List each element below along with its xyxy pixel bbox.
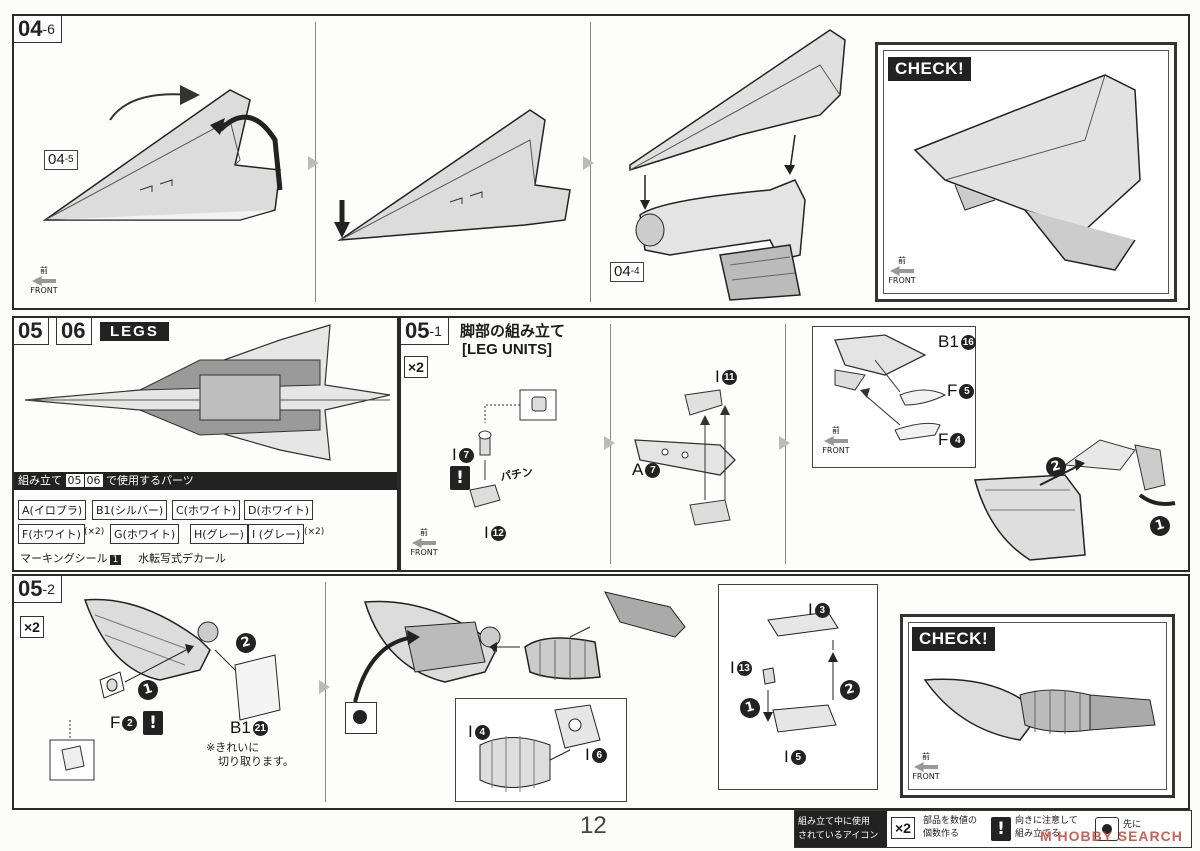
part-F: F(ホワイト) [18, 524, 85, 544]
x2-icon: ×2 [404, 356, 428, 378]
next-step-arrow-icon [583, 156, 594, 170]
callout-04-4: 04-4 [610, 262, 644, 282]
legend-x2-desc: 部品を数値の個数作る [923, 816, 978, 839]
legend-caution-icon: ! [991, 817, 1011, 841]
next-step-arrow-icon [308, 156, 319, 170]
inset-screw-box [345, 702, 377, 734]
part-I: I (グレー) [248, 524, 305, 544]
legs-step-05: 05 [14, 318, 50, 345]
part-D: D(ホワイト) [244, 500, 314, 520]
leg-armor-illustration [974, 439, 1176, 561]
joint-parts-illustration [469, 389, 557, 508]
caution-icon: ! [143, 711, 163, 735]
wing-illustration-1 [42, 85, 283, 221]
front-icon: 前 FRONT [912, 752, 940, 781]
legs-step-06: 06 [56, 318, 93, 345]
next-step-arrow-icon [319, 680, 330, 694]
legend-x2-icon: ×2 [891, 817, 915, 839]
watermark: M HOBBY SEARCH [1040, 828, 1183, 844]
next-step-arrow-icon [779, 436, 790, 450]
armor-parts-illustration [834, 334, 947, 441]
cut-note-line2: 切り取ります。 [218, 755, 294, 768]
part-I-qty: (×2) [304, 527, 325, 537]
next-step-arrow-icon [604, 436, 615, 450]
legend-first-desc: 先に [1123, 820, 1142, 830]
part-H: H(グレー) [190, 524, 248, 544]
check-label: CHECK! [912, 627, 996, 651]
front-icon: 前 FRONT [822, 426, 850, 455]
icon-legend: 組み立て中に使用されているアイコン ×2 部品を数値の個数作る ! 向きに注意し… [794, 810, 1192, 848]
step-05-2-label: 05-2 [14, 576, 62, 603]
part-F-qty: (×2) [84, 527, 105, 537]
leg-thruster-assembly-illustration [353, 591, 686, 703]
leg-assembly-illustration [629, 29, 846, 301]
step-05-1-label: 05-1 [401, 318, 449, 345]
part-A: A(イロプラ) [18, 500, 87, 520]
screw-icon [353, 710, 367, 724]
step-05-1-title-en: [LEG UNITS] [462, 341, 552, 358]
foot-parts-illustration [762, 611, 839, 733]
front-icon: 前 FRONT [410, 528, 438, 557]
aircraft-legs-illustration [24, 324, 391, 461]
legend-first-icon [1095, 817, 1119, 841]
decal-label: 水転写式デカール [138, 552, 226, 565]
legs-title: LEGS [100, 322, 169, 341]
legend-caution-desc: 向きに注意して組み立てる [1015, 816, 1078, 839]
cut-note-line1: ※きれいに [206, 741, 260, 754]
thruster-parts-illustration [479, 704, 601, 792]
front-icon: 前 FRONT [888, 256, 916, 285]
caution-icon: ! [450, 466, 470, 490]
front-arrow-icon [412, 538, 436, 548]
leg-frame-illustration [634, 389, 736, 526]
part-C: C(ホワイト) [172, 500, 241, 520]
check-label: CHECK! [888, 57, 972, 81]
armor-assembly-illustration [49, 598, 281, 781]
check-illustration-top [913, 74, 1141, 271]
front-icon: 前 FRONT [30, 266, 58, 295]
page-number: 12 [580, 812, 607, 839]
part-G: G(ホワイト) [110, 524, 180, 544]
callout-04-5: 04-5 [44, 150, 78, 170]
front-arrow-icon [32, 276, 56, 286]
check-illustration-bottom [923, 678, 1156, 741]
x2-icon: ×2 [20, 616, 44, 638]
part-B1: B1(シルバー) [92, 500, 168, 520]
front-arrow-icon [914, 762, 938, 772]
step-05-1-title-jp: 脚部の組み立て [460, 322, 566, 340]
wing-illustration-2 [334, 109, 571, 241]
front-arrow-icon [890, 266, 914, 276]
step-04-6-label: 04-6 [14, 16, 62, 43]
legend-title: 組み立て中に使用されているアイコン [795, 811, 887, 847]
front-arrow-icon [824, 436, 848, 446]
